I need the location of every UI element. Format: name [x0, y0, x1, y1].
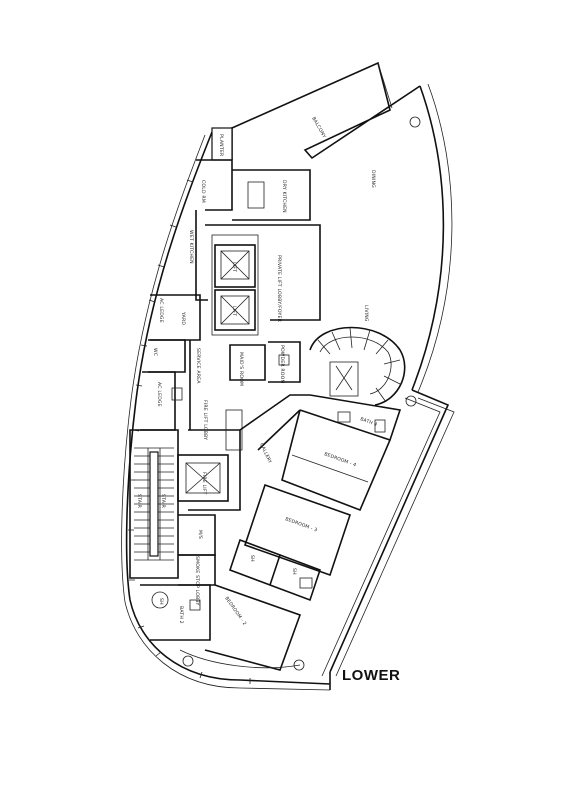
cold-rm-label: COLD RM: [200, 180, 206, 203]
smoke-stop-lobby-label: SMOKE STOP LOBBY: [194, 556, 200, 606]
ac-ledge-2-label: AC LEDGE: [156, 382, 162, 407]
columns: [182, 116, 421, 671]
balcony-label: BALCONY: [310, 116, 327, 139]
private-lift-lobby-label: PRIVATE LIFT LOBBY/FOYER: [276, 255, 282, 323]
facade-ticks: [128, 179, 251, 684]
fire-lift-lobby-label: FIRE LIFT LOBBY: [202, 400, 208, 440]
spiral-stair: [309, 326, 406, 406]
sh-3-label: SH: [158, 598, 164, 605]
maids-room-label: MAID'S ROOM: [238, 352, 244, 386]
lift-a-label: LIFT: [231, 262, 237, 272]
bedroom-2-label: BEDROOM - 2: [223, 596, 247, 627]
wet-kitchen-label: WET KITCHEN: [188, 230, 194, 264]
plan-label: LOWER: [342, 667, 400, 684]
bedroom-4-label: BEDROOM - 4: [323, 451, 357, 468]
lift-b-label: LIFT: [231, 306, 237, 316]
fire-lift-core: [129, 409, 243, 586]
powder-room-label: POWDER ROOM: [279, 345, 285, 384]
wc-label: WC: [152, 348, 158, 356]
ms-label: M/S: [197, 530, 203, 539]
bath-4-label: BATH 4: [359, 416, 378, 428]
dry-kitchen-label: DRY KITCHEN: [281, 180, 287, 213]
sh-1-label: SH: [249, 555, 255, 562]
bath-2-label: BATH 2: [178, 606, 184, 624]
dining-label: DINING: [370, 170, 376, 188]
yard-label: YARD: [180, 311, 186, 325]
gallery-label: GALLERY: [258, 442, 273, 464]
service-area-label: SERVICE AREA: [195, 348, 201, 384]
bedroom-3-label: BEDROOM - 3: [284, 516, 318, 533]
service-rooms: [140, 294, 301, 431]
planter-label: PLANTER: [218, 134, 224, 157]
fire-lift-label: FIRE LIFT: [201, 472, 207, 495]
bedroom-wing: [140, 394, 402, 671]
outer-walls: [121, 61, 455, 691]
kitchen-block: [195, 127, 321, 321]
lift-cores: [211, 234, 259, 336]
stair-2-label: STAIR: [160, 494, 166, 509]
sh-2-label: SH: [291, 568, 297, 575]
living-label: LIVING: [363, 305, 369, 322]
ac-ledge-1-label: AC LEDGE: [158, 298, 164, 323]
stair-1-label: STAIR: [136, 494, 142, 509]
